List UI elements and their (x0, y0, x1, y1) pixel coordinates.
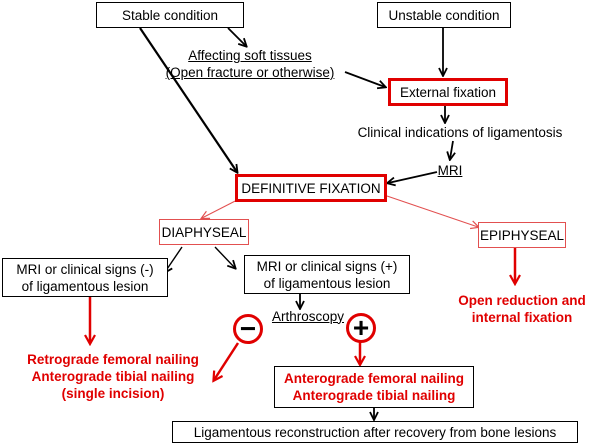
clinical-indications-label: Clinical indications of ligamentosis (342, 122, 578, 142)
mri-text: MRI (437, 162, 463, 178)
negative-signs-line-2: of ligamentous lesion (21, 278, 149, 294)
soft-tissues-label: Affecting soft tissues (Open fracture or… (150, 46, 350, 82)
unstable-condition-text: Unstable condition (388, 7, 500, 23)
clinical-indications-text: Clinical indications of ligamentosis (357, 124, 563, 140)
anterograde-nailing-box: Anterograde femoral nailing Anterograde … (274, 366, 474, 408)
open-reduction-line-1: Open reduction and (458, 293, 586, 308)
retrograde-line-1: Retrograde femoral nailing (27, 351, 199, 367)
arthroscopy-text: Arthroscopy (271, 308, 345, 324)
retrograde-line-3: (single incision) (61, 385, 165, 401)
stable-condition-text: Stable condition (121, 7, 219, 23)
mri-label: MRI (432, 160, 468, 180)
external-fixation-box: External fixation (388, 78, 508, 106)
retrograde-line-2: Anterograde tibial nailing (31, 368, 195, 384)
negative-signs-box: MRI or clinical signs (-) of ligamentous… (2, 258, 168, 297)
arrow-clinical-to-mri (450, 140, 453, 159)
soft-tissues-line-1: Affecting soft tissues (188, 48, 312, 63)
unstable-condition-box: Unstable condition (377, 2, 511, 28)
open-reduction-line-2: internal fixation (471, 310, 573, 325)
anterograde-line-1: Anterograde femoral nailing (283, 371, 465, 386)
open-reduction-label: Open reduction and internal fixation (448, 290, 596, 328)
retrograde-nailing-label: Retrograde femoral nailing Anterograde t… (8, 348, 218, 404)
anterograde-line-2: Anterograde tibial nailing (292, 388, 456, 403)
negative-signs-line-1: MRI or clinical signs (-) (16, 261, 154, 277)
arthroscopy-label: Arthroscopy (262, 306, 354, 326)
soft-tissues-line-2: (Open fracture or otherwise) (165, 65, 335, 80)
ligamentous-reconstruction-text: Ligamentous reconstruction after recover… (193, 424, 557, 440)
positive-signs-box: MRI or clinical signs (+) of ligamentous… (244, 255, 410, 294)
definitive-fixation-box: DEFINITIVE FIXATION (235, 174, 387, 202)
arrow-diaphyseal-to-positive (214, 246, 235, 268)
ligamentous-reconstruction-box: Ligamentous reconstruction after recover… (172, 421, 578, 443)
arrow-stable-to-definitive (139, 27, 237, 172)
positive-signs-line-2: of ligamentous lesion (263, 275, 391, 291)
diaphyseal-text: DIAPHYSEAL (161, 224, 247, 240)
arrow-stable-to-soft (227, 27, 246, 46)
diaphyseal-box: DIAPHYSEAL (159, 219, 249, 245)
plus-sign: + (352, 312, 370, 343)
epiphyseal-text: EPIPHYSEAL (479, 227, 565, 243)
arrow-definitive-to-epiphyseal (386, 195, 478, 227)
arrow-mri-to-definitive (388, 171, 438, 183)
positive-signs-line-1: MRI or clinical signs (+) (256, 258, 398, 274)
negative-result-icon: − (233, 314, 263, 344)
positive-result-icon: + (346, 313, 376, 343)
external-fixation-text: External fixation (399, 84, 497, 100)
epiphyseal-box: EPIPHYSEAL (478, 222, 566, 248)
definitive-fixation-text: DEFINITIVE FIXATION (241, 180, 381, 196)
stable-condition-box: Stable condition (96, 2, 244, 28)
minus-sign: − (239, 313, 257, 344)
arrow-minus-to-retrograde (214, 342, 240, 380)
arrow-soft-to-external (344, 71, 385, 87)
